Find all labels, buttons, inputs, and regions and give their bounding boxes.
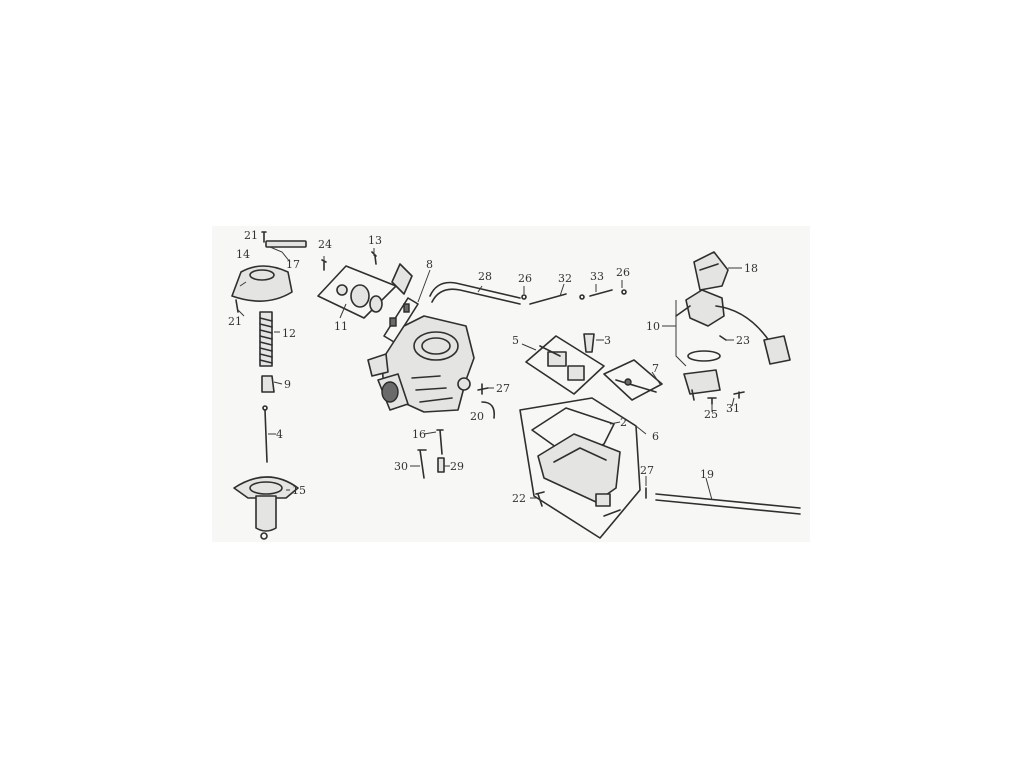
- part-4-needle: [262, 405, 268, 463]
- callout-21-cap: 21: [228, 315, 242, 328]
- callout-8: 8: [426, 258, 433, 271]
- part-23-screw: [719, 335, 727, 341]
- callout-4: 4: [276, 428, 283, 441]
- part-choke-plunger: [683, 369, 721, 401]
- callout-21-top: 21: [244, 229, 258, 242]
- part-7-main-jet-kit: [603, 359, 663, 401]
- callout-14: 14: [236, 248, 250, 261]
- part-8-gasket: [383, 297, 419, 343]
- part-19-overflow-hose: [655, 493, 801, 515]
- part-12-spring: [259, 311, 273, 367]
- part-28-fuel-hose: [429, 281, 521, 305]
- part-26-clip-right: [621, 289, 627, 295]
- callout-16: 16: [412, 428, 426, 441]
- callout-27-body: 27: [496, 382, 510, 395]
- callout-23: 23: [736, 334, 750, 347]
- part-bowl-screw: [603, 509, 621, 517]
- carburetor-body: [367, 263, 475, 413]
- leader-lines: [237, 246, 742, 501]
- part-29-pilot-jet: [437, 457, 445, 473]
- callout-30: 30: [394, 460, 408, 473]
- callout-3: 3: [604, 334, 611, 347]
- callout-32: 32: [558, 272, 572, 285]
- callout-31: 31: [726, 402, 740, 415]
- callout-15: 15: [292, 484, 306, 497]
- part-30-screw: [417, 449, 427, 479]
- part-20-drain-hose: [481, 401, 496, 419]
- callout-11: 11: [334, 320, 348, 333]
- part-9-needle-clip: [261, 375, 275, 393]
- part-21-top-screw: [261, 231, 267, 243]
- part-27-fitting: [477, 383, 489, 395]
- part-25-screw: [707, 397, 717, 405]
- part-3-float-needle: [583, 333, 595, 353]
- part-5-float: [525, 335, 605, 395]
- callout-labels: 21 17 14 21 12 9 4 15 24 13 11 8 16 30 2…: [228, 229, 758, 505]
- part-6-float-bowl-group: [519, 397, 641, 539]
- callout-25: 25: [704, 408, 718, 421]
- callout-12: 12: [282, 327, 296, 340]
- part-21-cap-screw: [235, 299, 239, 313]
- part-22-screw: [535, 491, 545, 507]
- callout-33: 33: [590, 270, 604, 283]
- part-15-slide: [233, 476, 299, 540]
- part-18-choke-cap: [693, 251, 729, 291]
- part-17-plate: [265, 240, 307, 248]
- part-16-screw: [436, 429, 444, 455]
- callout-17: 17: [286, 258, 300, 271]
- part-31-screw: [733, 391, 745, 399]
- callout-7: 7: [652, 362, 659, 375]
- callout-27-hose: 27: [640, 464, 654, 477]
- callout-28: 28: [478, 270, 492, 283]
- callout-13: 13: [368, 234, 382, 247]
- part-33-pin: [579, 289, 613, 300]
- callout-5: 5: [512, 334, 519, 347]
- part-14-cap: [231, 265, 293, 302]
- callout-10: 10: [646, 320, 660, 333]
- callout-26-left: 26: [518, 272, 532, 285]
- callout-22: 22: [512, 492, 526, 505]
- callout-19: 19: [700, 468, 714, 481]
- part-choke-gasket: [687, 350, 721, 362]
- part-26-clip-left: [521, 294, 527, 300]
- callout-20: 20: [470, 410, 484, 423]
- callout-2: 2: [620, 416, 627, 429]
- callout-24: 24: [318, 238, 332, 251]
- callout-9: 9: [284, 378, 291, 391]
- callout-18: 18: [744, 262, 758, 275]
- callout-29: 29: [450, 460, 464, 473]
- part-10-auto-choke: [675, 289, 791, 365]
- callout-6: 6: [652, 430, 659, 443]
- callout-26-right: 26: [616, 266, 630, 279]
